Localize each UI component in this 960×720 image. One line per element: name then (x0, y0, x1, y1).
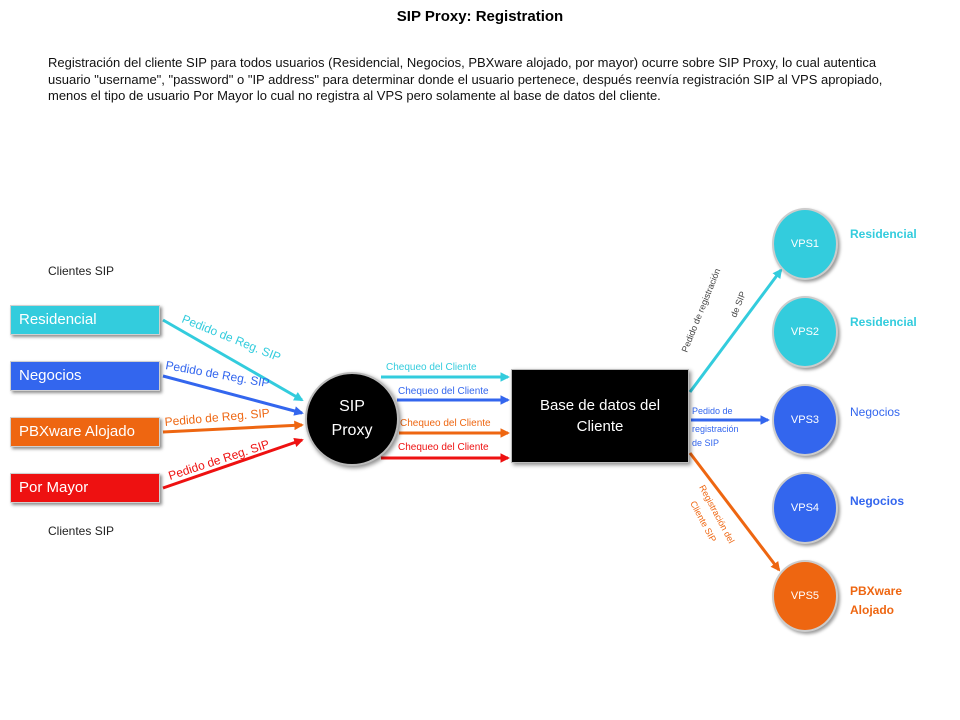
check-label-blue: Chequeo del Cliente (398, 386, 489, 397)
vps1-type-label: Residencial (850, 227, 917, 241)
client-database-node: Base de datos del Cliente (511, 369, 689, 463)
vps5-type-label-line2: Alojado (850, 603, 894, 617)
db-arrow-label-vps3-line1: Pedido de (692, 406, 733, 416)
check-label-cyan: Chequeo del Cliente (386, 362, 477, 373)
arrow-pbxware-to-proxy (162, 420, 304, 434)
client-residencial: Residencial (10, 305, 160, 335)
client-negocios: Negocios (10, 361, 160, 391)
vps5-type-label-line1: PBXware (850, 584, 903, 598)
database-line1: Base de datos del (539, 397, 661, 414)
db-arrow-label-vps3-line2: registración (692, 424, 739, 434)
database-line2: Cliente (576, 418, 624, 435)
arrow-db-to-vps5 (688, 452, 781, 572)
vps3-type-label: Negocios (850, 405, 901, 419)
description-text: Registración del cliente SIP para todos … (48, 55, 883, 103)
vps4-type-label: Negocios (850, 494, 905, 508)
db-arrow-label-vps1-line1: Pedido de registración (680, 267, 723, 354)
arrow-label-pormayor: Pedido de Reg. SIP (167, 437, 272, 483)
vps5-node: VPS5 (772, 560, 838, 632)
vps2-type-label: Residencial (850, 315, 917, 329)
check-label-red: Chequeo del Cliente (398, 442, 489, 453)
arrow-negocios-to-proxy (162, 374, 304, 416)
client-pbxware-alojado: PBXware Alojado (10, 417, 160, 447)
sip-proxy-line2: Proxy (331, 422, 373, 439)
clients-label-bottom: Clientes SIP (48, 524, 115, 538)
page-title: SIP Proxy: Registration (396, 8, 564, 25)
vps3-node: VPS3 (772, 384, 838, 456)
sip-proxy-node: SIP Proxy (305, 372, 399, 466)
clients-label-top: Clientes SIP (48, 264, 115, 278)
vps4-node: VPS4 (772, 472, 838, 544)
client-por-mayor: Por Mayor (10, 473, 160, 503)
vps1-node: VPS1 (772, 208, 838, 280)
db-arrow-label-vps1-line2: de SIP (729, 290, 748, 319)
arrow-label-negocios: Pedido de Reg. SIP (164, 358, 270, 390)
arrow-db-to-vps1 (688, 268, 783, 393)
db-arrow-label-vps3-line3: de SIP (692, 438, 719, 448)
sip-proxy-line1: SIP (339, 398, 365, 415)
arrow-residencial-to-proxy (162, 318, 304, 402)
arrow-pormayor-to-proxy (162, 437, 304, 490)
arrow-label-pbxware: Pedido de Reg. SIP (164, 406, 270, 429)
check-label-orange: Chequeo del Cliente (400, 418, 491, 429)
vps2-node: VPS2 (772, 296, 838, 368)
